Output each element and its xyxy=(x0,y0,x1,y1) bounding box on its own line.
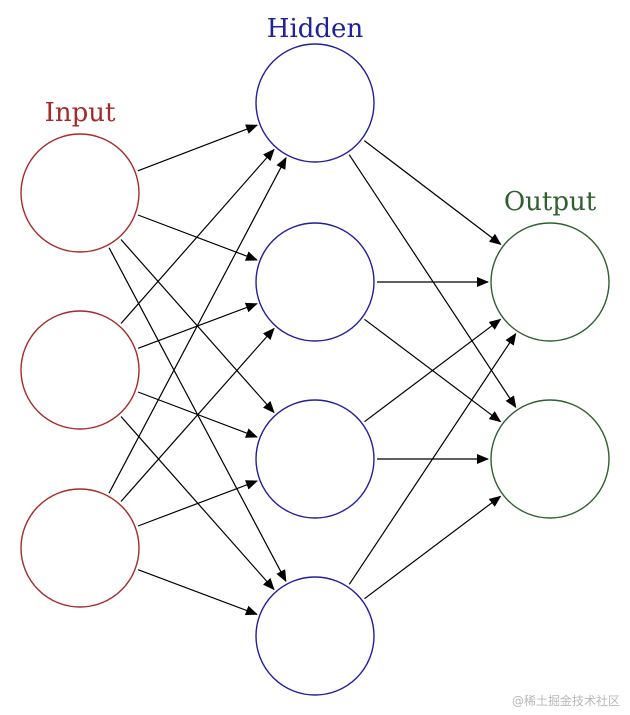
neuron-nodes xyxy=(20,43,610,696)
input-node-2 xyxy=(20,310,140,430)
arrow-hidden3-to-output1 xyxy=(364,318,502,423)
connection-arrows xyxy=(108,124,517,616)
hidden-node-3 xyxy=(255,399,375,519)
arrow-hidden1-to-output2 xyxy=(348,154,517,409)
arrow-input3-to-hidden2 xyxy=(120,327,275,502)
arrow-input3-to-hidden1 xyxy=(108,156,287,494)
hidden-layer-title: Hidden xyxy=(267,14,364,44)
input-node-1 xyxy=(20,133,140,253)
input-node-3 xyxy=(20,488,140,608)
arrow-hidden4-to-output1 xyxy=(348,332,517,585)
arrow-input3-to-hidden4 xyxy=(137,569,258,616)
arrow-input1-to-hidden2 xyxy=(137,214,258,261)
output-node-2 xyxy=(490,399,610,519)
hidden-node-2 xyxy=(255,222,375,342)
hidden-node-4 xyxy=(255,576,375,696)
input-layer-title: Input xyxy=(45,98,116,128)
arrow-hidden1-to-output1 xyxy=(363,140,502,246)
output-layer-title: Output xyxy=(504,187,597,217)
arrow-input1-to-hidden1 xyxy=(137,124,259,172)
hidden-node-1 xyxy=(255,43,375,163)
arrow-input2-to-hidden1 xyxy=(120,148,275,324)
watermark: @稀土掘金技术社区 xyxy=(511,694,620,708)
output-node-1 xyxy=(490,222,610,342)
arrow-input3-to-hidden3 xyxy=(137,480,258,527)
arrow-hidden4-to-output2 xyxy=(364,495,502,600)
